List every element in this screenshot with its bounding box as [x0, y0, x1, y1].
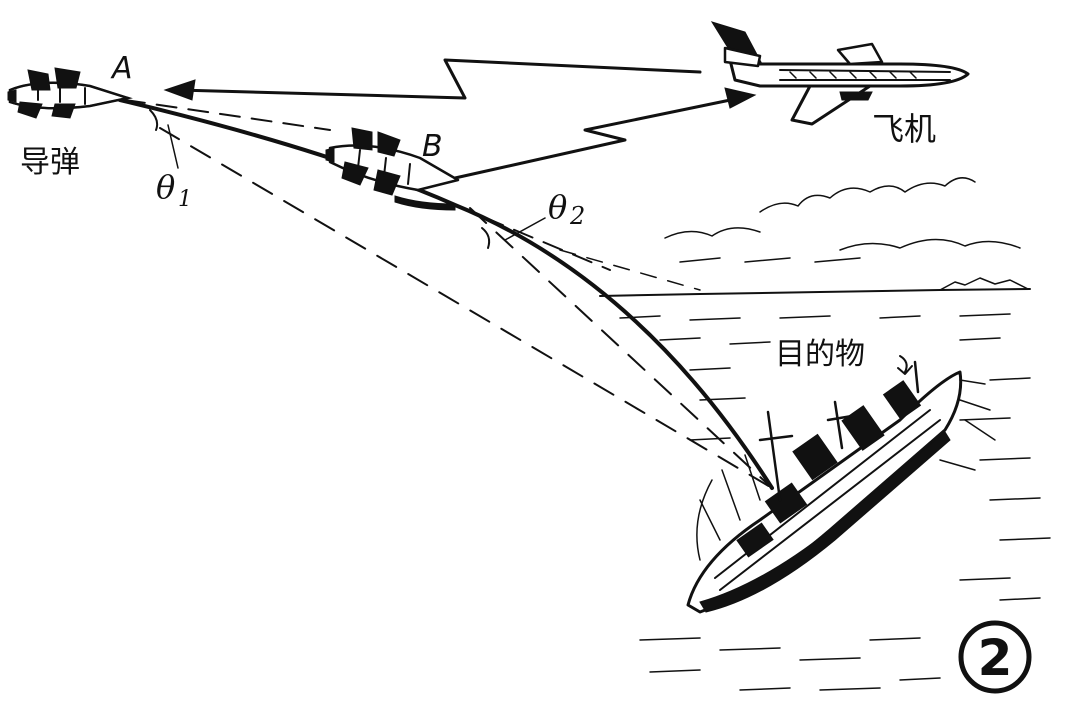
- lightning-signal-icon: [453, 96, 742, 180]
- horizon-line: [599, 288, 1031, 297]
- signal-arrow-to-a: [163, 79, 196, 101]
- figure-number: 2: [958, 620, 1032, 694]
- missile-b-axis-extension: [454, 204, 611, 271]
- svg-text:1: 1: [178, 187, 192, 212]
- missile-a-axis-extension: [124, 99, 331, 131]
- svg-text:θ: θ: [156, 168, 175, 206]
- target-label: 目的物: [775, 337, 865, 372]
- target-pointer-arrow: [897, 355, 913, 375]
- ship-icon: [686, 360, 996, 614]
- theta1-leader: [167, 124, 179, 169]
- svg-text:2: 2: [569, 202, 585, 230]
- distant-hills: [939, 277, 1029, 291]
- aircraft-label: 飞机: [872, 110, 936, 148]
- line-of-sight-b: [469, 207, 773, 489]
- lightning-signal-icon: [176, 58, 702, 100]
- background-scenery: [599, 177, 1051, 691]
- point-b-label: B: [422, 129, 443, 164]
- aircraft-icon: [710, 21, 970, 126]
- svg-text:θ: θ: [548, 188, 567, 226]
- theta2-arc: [481, 227, 491, 249]
- signal-arrow-to-aircraft: [724, 87, 757, 109]
- svg-text:2: 2: [978, 629, 1013, 687]
- clouds: [664, 177, 1021, 263]
- theta1-label: θ 1: [156, 168, 192, 212]
- line-of-sight-a: [159, 127, 773, 489]
- point-a-label: A: [110, 51, 133, 86]
- missile-icon: [325, 127, 460, 211]
- theta1-arc: [149, 109, 159, 131]
- theta2-label: θ 2: [548, 188, 585, 230]
- missile-label: 导弹: [20, 145, 80, 180]
- missile-icon: [7, 67, 133, 119]
- theta2-leader: [504, 217, 546, 241]
- labels: A B 导弹 飞机 目的物 θ 1 θ 2 2: [20, 51, 1032, 694]
- angle-markers: [149, 109, 546, 249]
- missile-b-axis-extension-2: [559, 249, 701, 291]
- radio-links: [163, 58, 757, 180]
